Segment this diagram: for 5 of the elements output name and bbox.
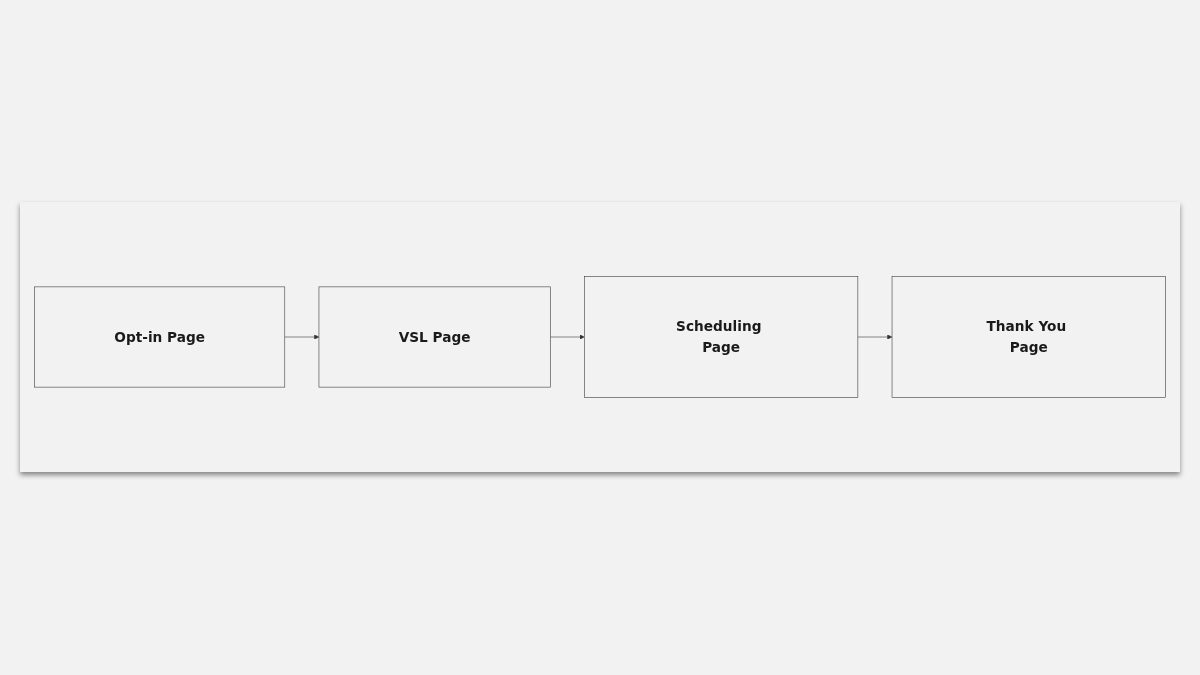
node-box [318, 286, 551, 388]
node-box [891, 276, 1166, 398]
node-box [34, 286, 286, 388]
node-box [584, 276, 859, 398]
card-background: Opt-in Page VSL Page Scheduling Page Thank You Page [20, 202, 1180, 472]
